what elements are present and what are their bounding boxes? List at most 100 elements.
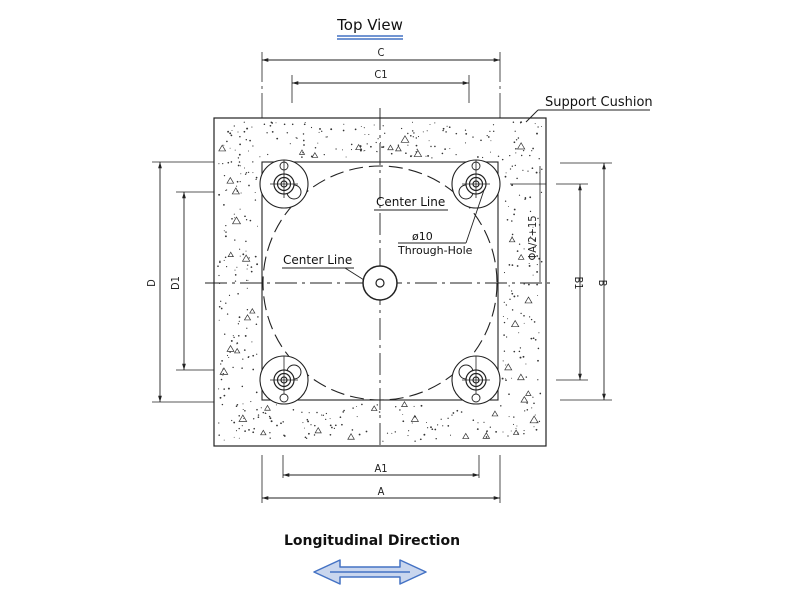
- concrete-speckle: [238, 437, 240, 439]
- concrete-speckle: [505, 336, 508, 338]
- concrete-speckle: [283, 123, 286, 126]
- concrete-speckle: [246, 127, 249, 130]
- concrete-speckle: [356, 416, 358, 418]
- concrete-speckle: [472, 136, 474, 138]
- concrete-speckle: [291, 123, 294, 126]
- concrete-speckle: [240, 192, 242, 194]
- concrete-speckle: [247, 264, 249, 266]
- concrete-speckle: [363, 127, 365, 129]
- concrete-speckle: [526, 402, 528, 404]
- concrete-speckle: [513, 141, 516, 144]
- concrete-speckle: [329, 433, 332, 436]
- concrete-speckle: [225, 231, 227, 233]
- concrete-speckle: [415, 137, 417, 139]
- concrete-speckle: [416, 148, 418, 151]
- concrete-speckle: [507, 318, 509, 320]
- concrete-speckle: [408, 430, 410, 432]
- dim-c1-label: C1: [374, 68, 387, 81]
- concrete-speckle: [508, 264, 511, 266]
- concrete-speckle: [409, 134, 412, 137]
- concrete-speckle: [217, 265, 219, 268]
- concrete-speckle: [225, 189, 227, 191]
- concrete-speckle: [536, 264, 538, 266]
- concrete-speckle: [525, 376, 528, 378]
- concrete-speckle: [244, 215, 246, 218]
- concrete-speckle: [325, 136, 327, 138]
- concrete-speckle: [249, 139, 251, 142]
- concrete-speckle: [239, 181, 241, 183]
- concrete-speckle: [237, 334, 240, 337]
- concrete-speckle: [520, 121, 523, 124]
- concrete-speckle: [366, 143, 368, 145]
- concrete-speckle: [537, 347, 540, 350]
- concrete-speckle: [222, 372, 225, 375]
- concrete-aggregate: [243, 314, 252, 321]
- concrete-speckle: [257, 225, 258, 227]
- concrete-speckle: [405, 152, 407, 155]
- concrete-speckle: [535, 428, 538, 431]
- concrete-speckle: [220, 307, 223, 310]
- concrete-speckle: [246, 287, 248, 289]
- concrete-aggregate: [482, 432, 491, 439]
- dim-b-label: B: [596, 280, 609, 287]
- concrete-speckle: [533, 426, 535, 428]
- concrete-speckle: [512, 423, 515, 425]
- concrete-aggregate: [231, 216, 242, 225]
- concrete-speckle: [239, 255, 241, 257]
- concrete-speckle: [505, 364, 507, 366]
- concrete-speckle: [533, 402, 535, 405]
- dim-b1-label: B1: [572, 276, 585, 289]
- concrete-aggregate: [355, 143, 363, 151]
- concrete-speckle: [232, 366, 234, 369]
- concrete-speckle: [515, 152, 517, 154]
- concrete-speckle: [242, 403, 244, 405]
- concrete-aggregate: [227, 251, 234, 258]
- concrete-speckle: [513, 213, 515, 216]
- concrete-speckle: [237, 323, 240, 325]
- concrete-speckle: [465, 132, 468, 135]
- concrete-speckle: [223, 259, 225, 261]
- concrete-speckle: [252, 161, 254, 163]
- concrete-speckle: [445, 131, 447, 133]
- concrete-speckle: [350, 143, 353, 146]
- concrete-speckle: [447, 417, 449, 419]
- concrete-aggregate: [400, 401, 408, 407]
- concrete-speckle: [233, 125, 235, 127]
- concrete-speckle: [523, 432, 525, 435]
- concrete-speckle: [523, 248, 525, 250]
- concrete-speckle: [252, 172, 254, 174]
- concrete-speckle: [303, 427, 305, 429]
- concrete-speckle: [238, 415, 240, 417]
- concrete-speckle: [239, 143, 242, 146]
- concrete-aggregate: [462, 432, 470, 439]
- concrete-speckle: [538, 158, 540, 160]
- concrete-speckle: [384, 132, 386, 134]
- concrete-speckle: [321, 130, 323, 132]
- concrete-speckle: [236, 404, 239, 406]
- concrete-speckle: [525, 363, 527, 365]
- concrete-speckle: [368, 133, 370, 136]
- concrete-speckle: [251, 126, 253, 128]
- concrete-speckle: [530, 337, 533, 340]
- concrete-speckle: [323, 153, 325, 156]
- concrete-speckle: [417, 136, 420, 138]
- concrete-speckle: [407, 132, 409, 135]
- concrete-speckle: [413, 405, 415, 407]
- concrete-speckle: [414, 440, 416, 442]
- concrete-speckle: [244, 334, 247, 337]
- concrete-speckle: [259, 156, 261, 158]
- concrete-speckle: [219, 261, 221, 264]
- dim-a1-label: A1: [374, 462, 387, 475]
- concrete-speckle: [218, 434, 220, 436]
- concrete-speckle: [531, 407, 533, 409]
- concrete-speckle: [245, 172, 248, 174]
- concrete-aggregate: [233, 347, 241, 354]
- concrete-speckle: [358, 433, 361, 436]
- concrete-speckle: [303, 144, 305, 146]
- concrete-speckle: [505, 172, 507, 174]
- concrete-speckle: [237, 157, 240, 159]
- concrete-speckle: [318, 131, 320, 133]
- concrete-speckle: [314, 424, 316, 427]
- concrete-speckle: [523, 283, 525, 285]
- concrete-speckle: [489, 426, 491, 428]
